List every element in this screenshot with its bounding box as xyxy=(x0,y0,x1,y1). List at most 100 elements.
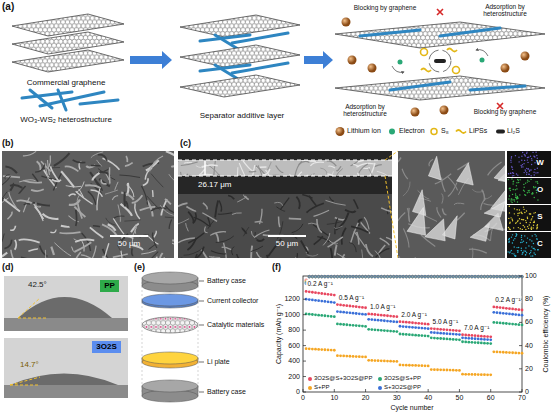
illustration-path xyxy=(429,159,433,166)
illustration-circle xyxy=(525,254,526,255)
illustration-circle xyxy=(510,190,511,191)
figure-label: 7.0 A g⁻¹ xyxy=(463,324,490,331)
illustration-circle xyxy=(449,276,451,278)
illustration-path xyxy=(219,200,221,211)
illustration-circle xyxy=(377,276,379,278)
illustration-circle xyxy=(525,247,526,248)
illustration-circle xyxy=(449,338,452,341)
figure-label: (e) xyxy=(134,263,145,273)
illustration-circle xyxy=(436,275,438,277)
illustration-circle xyxy=(424,327,427,330)
illustration-circle xyxy=(480,276,482,278)
illustration-circle xyxy=(517,201,518,202)
illustration-line xyxy=(519,392,522,393)
illustration-circle xyxy=(368,275,370,277)
illustration-circle xyxy=(431,129,437,135)
illustration-circle xyxy=(536,155,537,156)
illustration-circle xyxy=(430,336,433,339)
plot-frame xyxy=(303,276,522,392)
illustration-path xyxy=(172,243,174,250)
illustration-circle xyxy=(493,275,495,277)
illustration-circle xyxy=(508,307,511,310)
illustration-line xyxy=(303,299,306,300)
illustration-circle xyxy=(421,276,423,278)
illustration-circle xyxy=(512,220,513,221)
illustration-circle xyxy=(511,308,514,311)
illustration-circle xyxy=(389,320,392,323)
illustration-circle xyxy=(361,275,363,277)
illustration-circle xyxy=(533,225,534,226)
illustration-path xyxy=(349,243,356,252)
illustration-path xyxy=(23,181,42,183)
illustration-circle xyxy=(523,209,524,210)
axis-tick-label: 60 xyxy=(525,319,533,327)
illustration-circle xyxy=(458,276,460,278)
illustration-circle xyxy=(524,169,525,170)
lips-chain xyxy=(447,49,457,52)
illustration-path xyxy=(32,174,38,182)
illustration-circle xyxy=(509,188,510,189)
illustration-path xyxy=(228,195,234,199)
illustration-circle xyxy=(477,276,479,278)
illustration-circle xyxy=(311,348,314,351)
illustration-circle xyxy=(418,276,420,278)
illustration-path xyxy=(23,197,29,212)
illustration-circle xyxy=(308,275,310,277)
illustration-circle xyxy=(374,313,377,316)
illustration-circle xyxy=(525,182,526,183)
illustration-circle xyxy=(512,172,513,173)
illustration-circle xyxy=(458,333,461,336)
illustration-circle xyxy=(517,250,518,251)
illustration-circle xyxy=(389,275,391,277)
illustration-line xyxy=(303,392,306,393)
illustration-circle xyxy=(530,213,531,214)
figure-label: Coulombic efficiency (%) xyxy=(542,296,550,373)
lithium-ion xyxy=(336,127,345,136)
illustration-path xyxy=(36,202,41,207)
illustration-circle xyxy=(368,276,370,278)
illustration-circle xyxy=(509,195,510,196)
illustration-circle xyxy=(446,338,449,341)
illustration-path xyxy=(2,197,3,214)
illustration-circle xyxy=(505,275,507,277)
illustration-circle xyxy=(408,364,411,367)
illustration-path xyxy=(251,246,263,252)
illustration-circle xyxy=(520,165,521,166)
illustration-circle xyxy=(477,276,479,278)
illustration-circle xyxy=(424,334,427,337)
illustration-path xyxy=(139,257,157,258)
illustration-circle xyxy=(346,275,348,277)
illustration-circle xyxy=(389,129,395,135)
illustration-circle xyxy=(517,250,518,251)
illustration-path xyxy=(327,221,342,224)
illustration-path xyxy=(164,257,174,258)
illustration-circle xyxy=(327,276,329,278)
illustration-circle xyxy=(458,276,460,278)
illustration-circle xyxy=(311,299,314,302)
illustration-circle xyxy=(522,252,523,253)
illustration-line xyxy=(428,389,429,392)
illustration-path xyxy=(331,248,333,258)
illustration-circle xyxy=(529,170,530,171)
illustration-circle xyxy=(511,198,512,199)
illustration-circle xyxy=(535,152,536,153)
illustration-circle xyxy=(527,217,528,218)
illustration-circle xyxy=(399,325,402,328)
graphene-sheet xyxy=(180,75,300,97)
illustration-circle xyxy=(534,169,535,170)
illustration-path xyxy=(165,199,171,204)
illustration-circle xyxy=(468,276,470,278)
illustration-circle xyxy=(537,249,538,250)
illustration-circle xyxy=(377,276,379,278)
illustration-circle xyxy=(386,276,388,278)
illustration-circle xyxy=(367,312,370,315)
illustration-path xyxy=(152,190,154,197)
illustration-circle xyxy=(368,275,370,277)
illustration-circle xyxy=(515,189,516,190)
illustration-path xyxy=(65,166,79,171)
cell-component xyxy=(142,380,198,402)
illustration-rect xyxy=(507,232,551,258)
illustration-path xyxy=(88,246,96,258)
illustration-circle xyxy=(408,333,411,336)
illustration-circle xyxy=(408,276,410,278)
